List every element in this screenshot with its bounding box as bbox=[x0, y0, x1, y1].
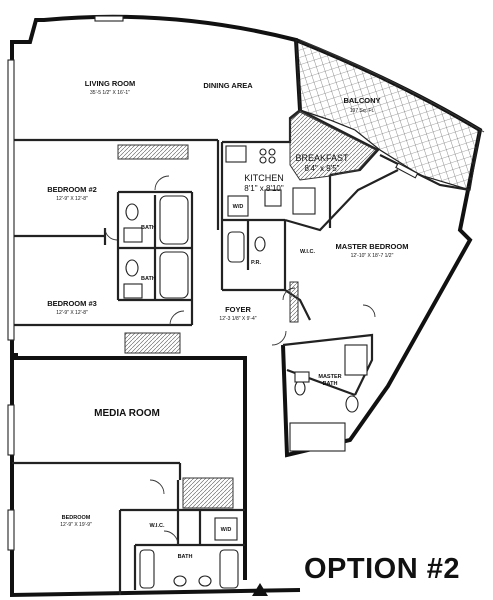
breakfast-dims: 8'4" x 9'5" bbox=[305, 164, 340, 173]
wd-label-kitchen: W/D bbox=[233, 204, 244, 210]
wic-label-master: W.I.C. bbox=[300, 249, 315, 255]
foyer-label: FOYER bbox=[225, 305, 251, 314]
closet-foyer bbox=[124, 332, 181, 354]
entry-marker bbox=[252, 583, 268, 596]
interior-walls bbox=[7, 15, 419, 595]
master-bath-label-1: MASTER bbox=[318, 374, 341, 380]
wic-label-bedroom: W.I.C. bbox=[150, 523, 165, 529]
balcony-area-text: 197 Sq. Ft. bbox=[350, 108, 374, 114]
breakfast-label: BREAKFAST bbox=[295, 153, 349, 163]
master-bedroom-dims: 12'-10" X 18'-7 1/2" bbox=[351, 253, 394, 259]
closet-pr bbox=[289, 281, 299, 323]
living-room-label: LIVING ROOM bbox=[85, 79, 135, 88]
option-title: OPTION #2 bbox=[304, 553, 460, 585]
closet-bedroom2 bbox=[117, 144, 189, 160]
balcony-label: BALCONY bbox=[343, 96, 380, 105]
bath-fixtures bbox=[123, 145, 368, 589]
bedroom-dims: 12'-9" X 19'-9" bbox=[60, 522, 92, 528]
living-room-dims: 35'-5 1/2" X 16'-1" bbox=[90, 90, 130, 96]
bath-label-3: BATH bbox=[178, 554, 193, 560]
bath-label-2: BATH bbox=[141, 276, 156, 282]
kitchen-dims: 8'1" x 8'10" bbox=[244, 184, 284, 193]
bedroom2-label: BEDROOM #2 bbox=[47, 185, 97, 194]
dining-area-label: DINING AREA bbox=[203, 81, 253, 90]
master-bath-label-2: BATH bbox=[323, 381, 338, 387]
bedroom2-dims: 12'-9" X 12'-8" bbox=[56, 196, 88, 202]
bedroom3-label: BEDROOM #3 bbox=[47, 299, 97, 308]
kitchen-label: KITCHEN bbox=[244, 173, 284, 183]
foyer-dims: 12'-3 1/8" X 9'-4" bbox=[219, 316, 256, 322]
doors bbox=[104, 175, 376, 546]
wd-label-bedroom: W/D bbox=[221, 527, 232, 533]
bath-label-1: BATH bbox=[141, 225, 156, 231]
breakfast-floor bbox=[289, 111, 377, 181]
media-room-label: MEDIA ROOM bbox=[94, 408, 160, 419]
bedroom-label: BEDROOM bbox=[62, 515, 91, 521]
pr-label: P.R. bbox=[251, 260, 261, 266]
closet-media bbox=[182, 477, 234, 509]
master-bedroom-label: MASTER BEDROOM bbox=[336, 242, 409, 251]
bedroom3-dims: 12'-9" X 12'-8" bbox=[56, 310, 88, 316]
